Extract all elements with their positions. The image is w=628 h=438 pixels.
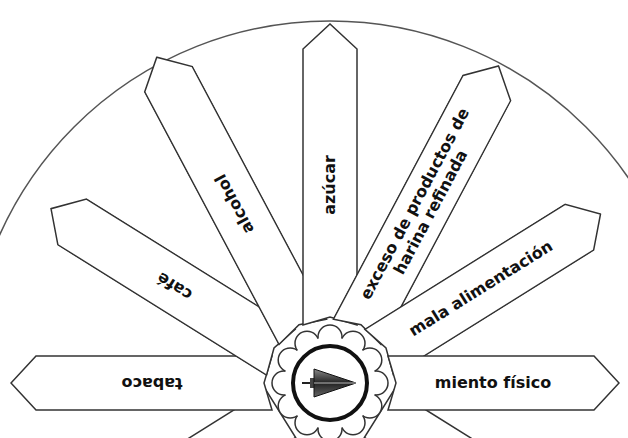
petal-label: miento físico (435, 374, 552, 392)
petal-label: azúcar (321, 155, 339, 215)
petal-label: tabaco (121, 374, 182, 392)
petal-label: café (154, 268, 196, 303)
petal-box: azúcar (302, 23, 358, 383)
petal-label: alcohol (212, 171, 258, 236)
petal-box: miento físico (330, 355, 620, 411)
petal-label-area: azúcar (302, 53, 358, 317)
petal-box: tabaco (10, 355, 330, 411)
petal-label-area: miento físico (396, 355, 590, 411)
petal-label-area: tabaco (40, 355, 264, 411)
